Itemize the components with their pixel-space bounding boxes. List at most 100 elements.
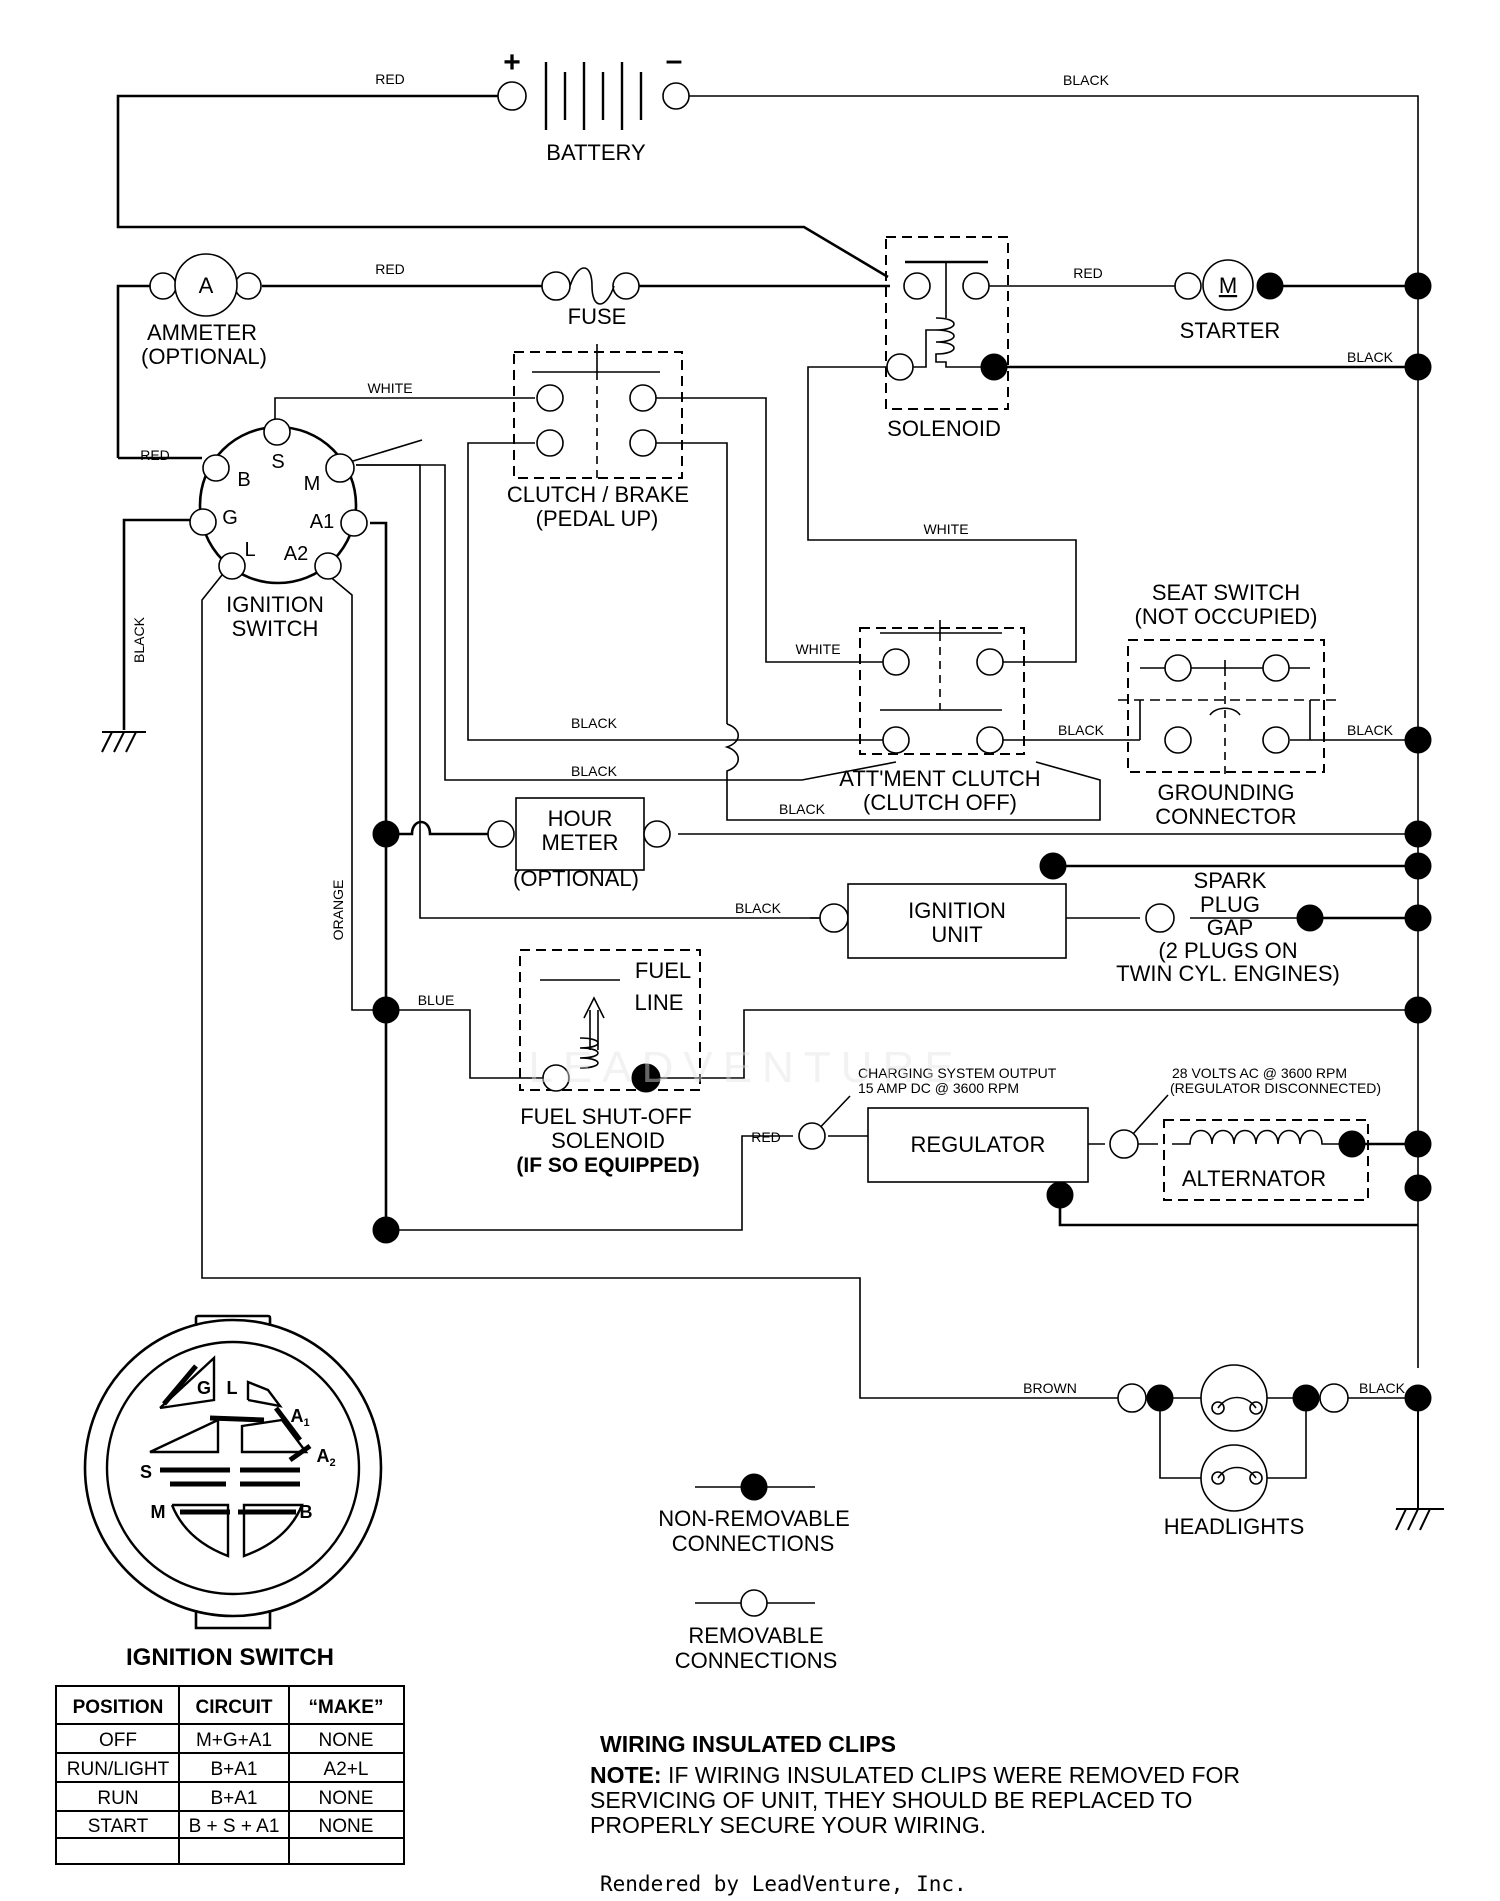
wire-label-black-clutch-2: BLACK (571, 763, 618, 779)
alternator-output-line-2: (REGULATOR DISCONNECTED) (1170, 1080, 1381, 1096)
wire-label-brown: BROWN (1023, 1380, 1077, 1396)
alternator: ALTERNATOR (1163, 1119, 1369, 1201)
pin-m-label: M (304, 473, 321, 495)
wire-label-white-att: WHITE (795, 641, 840, 657)
notes: WIRING INSULATED CLIPS NOTE: IF WIRING I… (590, 1731, 1240, 1838)
seat-switch-label: SEAT SWITCH (1152, 580, 1300, 605)
spark-plug-line-4: (2 PLUGS ON (1158, 938, 1297, 963)
wire-label-blue: BLUE (418, 992, 455, 1008)
wire-label-white-top: WHITE (367, 380, 412, 396)
wire-label-white-mid: WHITE (923, 521, 968, 537)
clutch-brake-state: (PEDAL UP) (536, 506, 659, 531)
fuel-solenoid-label: FUEL SHUT-OFF (520, 1104, 692, 1129)
hour-meter-label: HOUR (548, 806, 613, 831)
fuel-solenoid-equipped: (IF SO EQUIPPED) (516, 1154, 699, 1177)
table-cell: A2+L (324, 1759, 369, 1780)
fuse: FUSE (541, 267, 640, 329)
att-clutch-label: ATT'MENT CLUTCH (839, 766, 1040, 791)
charging-output-line-2: 15 AMP DC @ 3600 RPM (858, 1080, 1019, 1096)
starter-symbol: M (1219, 273, 1237, 298)
wires (116, 94, 1419, 1479)
line-label: LINE (635, 990, 684, 1015)
legend-non-removable: NON-REMOVABLE (658, 1506, 850, 1531)
grounding-connector-label-2: CONNECTOR (1155, 804, 1296, 829)
bus-connections (372, 272, 1432, 1412)
seat-switch: SEAT SWITCH (NOT OCCUPIED) GROUNDING CON… (1118, 580, 1336, 829)
ignition-unit-label: IGNITION (908, 898, 1006, 923)
wire-labels: RED BLACK RED RED BLACK WHITE RED WHITE … (131, 71, 1406, 1396)
table-cell: B+A1 (210, 1759, 257, 1780)
fuel-solenoid-label-2: SOLENOID (551, 1128, 665, 1153)
wire-label-red-reg: RED (751, 1129, 781, 1145)
solenoid-label: SOLENOID (887, 416, 1001, 441)
battery-minus: – (666, 44, 683, 77)
detail-a1: A1 (290, 1406, 309, 1429)
table-cell: RUN/LIGHT (67, 1759, 170, 1780)
ammeter-optional: (OPTIONAL) (141, 344, 267, 369)
pin-g-label: G (222, 507, 238, 529)
hour-meter-optional: (OPTIONAL) (513, 866, 639, 891)
spark-plug-line-2: PLUG (1200, 892, 1260, 917)
hour-meter-label-2: METER (542, 830, 619, 855)
notes-line-3: PROPERLY SECURE YOUR WIRING. (590, 1812, 986, 1838)
battery-plus: + (503, 46, 521, 79)
clutch-brake-switch: CLUTCH / BRAKE (PEDAL UP) (507, 344, 689, 531)
wire-label-red-top: RED (375, 71, 405, 87)
detail-s: S (140, 1462, 152, 1482)
detail-g: G (197, 1378, 211, 1398)
headlights: HEADLIGHTS (1117, 1364, 1349, 1539)
grounding-connector-label: GROUNDING (1158, 780, 1295, 805)
spark-plug: SPARK PLUG GAP (2 PLUGS ON TWIN CYL. ENG… (1116, 868, 1340, 986)
wire-label-red-ign: RED (140, 447, 170, 463)
ignition-switch-label-2: SWITCH (232, 616, 319, 641)
wire-label-black-clutch-1: BLACK (571, 715, 618, 731)
notes-line-2: SERVICING OF UNIT, THEY SHOULD BE REPLAC… (590, 1787, 1192, 1813)
wire-label-black-left: BLACK (131, 616, 147, 663)
detail-a2: A2 (316, 1446, 335, 1469)
battery-label: BATTERY (546, 140, 646, 165)
seat-switch-state: (NOT OCCUPIED) (1135, 604, 1318, 629)
ground-symbol-right (1395, 1398, 1444, 1531)
ammeter-label: AMMETER (147, 320, 257, 345)
legend-removable-2: CONNECTIONS (675, 1648, 838, 1673)
table-header-make: “MAKE” (309, 1697, 384, 1718)
spark-plug-line-5: TWIN CYL. ENGINES) (1116, 961, 1340, 986)
detail-b: B (300, 1502, 313, 1522)
battery: + – BATTERY (497, 44, 690, 165)
alternator-label: ALTERNATOR (1182, 1166, 1326, 1191)
charging-output-line-1: CHARGING SYSTEM OUTPUT (858, 1065, 1057, 1081)
regulator: REGULATOR (798, 1107, 1139, 1209)
footer-credit: Rendered by LeadVenture, Inc. (600, 1872, 967, 1896)
starter: M STARTER (1174, 259, 1284, 343)
starter-label: STARTER (1180, 318, 1281, 343)
wire-label-black-hour: BLACK (779, 801, 826, 817)
table-header-circuit: CIRCUIT (195, 1697, 272, 1718)
pin-a2-label: A2 (284, 543, 308, 565)
ignition-unit: IGNITION UNIT (819, 883, 1067, 959)
detail-title: IGNITION SWITCH (126, 1644, 334, 1671)
spark-plug-line-3: GAP (1207, 915, 1253, 940)
watermark: LEADVENTURE (528, 1043, 963, 1092)
pin-b-label: B (237, 469, 250, 491)
detail-l: L (227, 1378, 238, 1398)
headlights-label: HEADLIGHTS (1164, 1514, 1305, 1539)
fuel-label: FUEL (635, 958, 691, 983)
detail-m: M (151, 1502, 166, 1522)
legend: NON-REMOVABLE CONNECTIONS REMOVABLE CONN… (658, 1473, 850, 1673)
notes-line-1: NOTE: IF WIRING INSULATED CLIPS WERE REM… (590, 1762, 1240, 1788)
attachment-clutch-switch: ATT'MENT CLUTCH (CLUTCH OFF) (839, 620, 1041, 815)
table-cell: RUN (97, 1788, 138, 1809)
alternator-output-line-1: 28 VOLTS AC @ 3600 RPM (1172, 1065, 1347, 1081)
ignition-switch-detail: G L A1 A2 S M B IGNITION SWITCH (83, 1314, 383, 1671)
ignition-unit-label-2: UNIT (931, 922, 982, 947)
clutch-brake-label: CLUTCH / BRAKE (507, 482, 689, 507)
notes-title: WIRING INSULATED CLIPS (600, 1731, 896, 1757)
table-cell: NONE (319, 1788, 374, 1809)
wire-label-black-att-seat: BLACK (1058, 722, 1105, 738)
ammeter-symbol: A (199, 273, 214, 298)
pin-a1-label: A1 (310, 511, 334, 533)
legend-non-removable-2: CONNECTIONS (672, 1531, 835, 1556)
ignition-switch: B S M G A1 L A2 IGNITION SWITCH (189, 418, 368, 641)
spark-plug-line-1: SPARK (1194, 868, 1267, 893)
